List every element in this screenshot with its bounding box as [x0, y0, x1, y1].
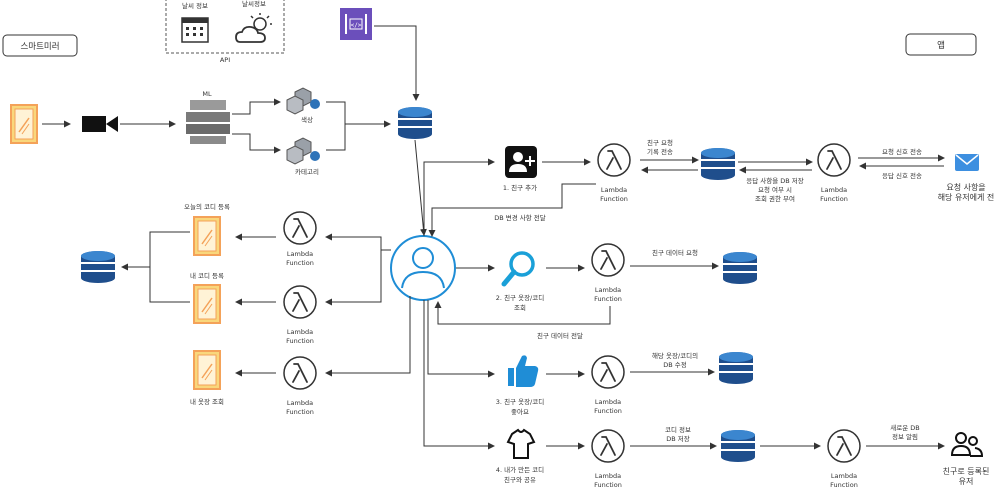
today-codi-mirror-icon — [193, 216, 221, 256]
weather-cloud-sun-icon — [235, 13, 272, 43]
flow1-database-icon — [701, 148, 735, 180]
lambda-left-1-icon — [283, 211, 317, 245]
lambda-left-1-line2: Function — [286, 259, 314, 267]
registered-friend-line1: 친구로 등록된 — [943, 466, 990, 476]
lambda-flow3-icon — [591, 355, 625, 389]
friends-group-icon — [950, 432, 984, 457]
app-label: 앱 — [937, 40, 945, 51]
lambda-left-2-icon — [283, 285, 317, 319]
today-codi-register-label: 오늘의 코디 등록 — [184, 202, 230, 211]
new-db-line1: 새로운 DB — [890, 423, 919, 432]
like-line2: 좋아요 — [511, 407, 529, 416]
lambda-flow2-line2: Function — [594, 295, 622, 303]
view-friend-closet-line2: 조회 — [514, 304, 526, 312]
app-box: 앱 — [905, 33, 977, 56]
my-codi-mirror-icon — [193, 284, 221, 324]
flow3-database-icon — [719, 352, 753, 384]
thumbs-up-icon — [508, 355, 539, 387]
lambda-left-3-line2: Function — [286, 408, 314, 416]
api-label: API — [220, 56, 230, 64]
add-friend-icon — [505, 146, 537, 178]
add-friend-label: 1. 친구 추가 — [503, 183, 537, 192]
new-db-line2: 정보 알림 — [892, 432, 918, 441]
left-database-icon — [81, 251, 115, 283]
lambda-flow1b-line1: Lambda — [821, 186, 847, 194]
weather-info-label: 날씨정보 — [242, 0, 266, 8]
color-model-icon — [286, 87, 320, 115]
share-line2: 친구와 공유 — [504, 475, 536, 484]
svg-text:</>: </> — [351, 22, 362, 29]
smart-mirror-label: 스마트미러 — [20, 42, 59, 52]
view-friend-closet-line1: 2. 친구 옷장/코디 — [496, 293, 544, 302]
db-store-line3: 조회 권한 부여 — [755, 194, 795, 203]
like-db-line1: 해당 옷장/코디의 — [652, 351, 698, 360]
codi-info-line2: DB 저장 — [666, 434, 690, 443]
lambda-flow2-icon — [591, 243, 625, 277]
my-codi-register-label: 내 코디 등록 — [190, 271, 224, 280]
lambda-left-3-icon — [283, 356, 317, 390]
smart-mirror-box: 스마트미러 — [2, 34, 78, 57]
my-closet-mirror-icon — [193, 350, 221, 390]
lambda-left-3-line1: Lambda — [287, 399, 313, 407]
magnifier-icon — [501, 251, 535, 287]
category-model-icon — [286, 137, 320, 165]
lambda-flow1-line2: Function — [600, 195, 628, 203]
friend-data-send-label: 친구 데이터 전달 — [537, 331, 583, 340]
ml-label: ML — [202, 90, 212, 98]
fashion-info-label: 날씨 정보 — [182, 1, 208, 10]
lambda-flow4-line2: Function — [594, 481, 622, 489]
mail-icon — [955, 154, 979, 171]
friend-request-line2: 기록 전송 — [647, 147, 673, 156]
lambda-flow1b-line2: Function — [820, 195, 848, 203]
lambda-left-2-line1: Lambda — [287, 328, 313, 336]
lambda-left-2-line2: Function — [286, 337, 314, 345]
user-icon — [390, 235, 456, 301]
lambda-flow3-line1: Lambda — [595, 398, 621, 406]
notify-line2: 해당 유저에게 전 — [938, 192, 995, 202]
tshirt-icon — [506, 428, 536, 459]
lambda-flow3-line2: Function — [594, 407, 622, 415]
db-store-line2: 요청 여부 시 — [758, 185, 792, 194]
lambda-flow4b-line1: Lambda — [831, 472, 857, 480]
share-line1: 4. 내가 만든 코디 — [496, 465, 544, 474]
response-signal-label: 응답 신호 전송 — [882, 171, 922, 180]
smart-mirror-icon — [10, 104, 38, 144]
api-group: 날씨 정보 날씨정보 API — [165, 0, 285, 64]
like-db-line2: DB 수정 — [663, 360, 687, 369]
lambda-flow1-icon — [597, 143, 631, 177]
friend-data-request-label: 친구 데이터 요청 — [652, 248, 698, 257]
lambda-flow4-line1: Lambda — [595, 472, 621, 480]
codi-info-line1: 코디 정보 — [665, 425, 691, 434]
like-line1: 3. 친구 옷장/코디 — [496, 397, 544, 406]
lambda-flow2-line1: Lambda — [595, 286, 621, 294]
registered-friend-line2: 유저 — [959, 477, 974, 486]
lambda-flow4b-line2: Function — [830, 481, 858, 489]
friend-request-line1: 친구 요청 — [647, 138, 673, 147]
flow4-database-icon — [721, 430, 755, 462]
db-change-send-label: DB 변경 사항 전달 — [494, 213, 546, 222]
lambda-left-1-line1: Lambda — [287, 250, 313, 258]
lambda-flow1b-icon — [817, 143, 851, 177]
notify-line1: 요청 사항을 — [946, 183, 985, 192]
camera-icon — [82, 116, 118, 132]
main-database-icon — [398, 107, 432, 139]
lambda-flow4b-icon — [827, 429, 861, 463]
request-signal-label: 요청 신호 전송 — [882, 147, 922, 156]
db-store-line1: 응답 사항을 DB 저장 — [746, 176, 804, 185]
lambda-flow1-line1: Lambda — [601, 186, 627, 194]
calendar-icon — [181, 17, 209, 43]
category-label: 카테고리 — [295, 167, 319, 176]
lambda-flow4-icon — [591, 429, 625, 463]
api-gateway-icon: </> — [340, 8, 372, 40]
ml-engine-icon — [186, 100, 230, 144]
my-closet-view-label: 내 옷장 조회 — [190, 397, 224, 406]
color-label: 색상 — [301, 115, 313, 124]
flow2-database-icon — [723, 252, 757, 284]
